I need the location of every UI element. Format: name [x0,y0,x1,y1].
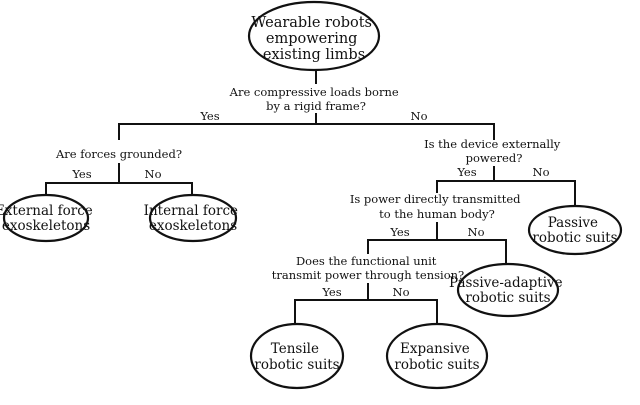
label-rigid-frame-yes: Yes [199,109,219,123]
leaf-tensile-line-2: robotic suits [254,357,339,373]
passive-oval [527,204,623,256]
label-powered-no: No [533,165,550,179]
question-externally-powered: Is the device externally powered? [424,137,564,165]
leaf-passive-adaptive-line-1: Passive-adaptive [449,275,563,291]
label-transmitted-yes: Yes [389,225,409,239]
leaf-tensile-line-1: Tensile [271,341,319,357]
leaf-expansive-robotic-suits: Expansive robotic suits [394,341,479,373]
leaf-internal-force-line-1: Internal force [144,203,238,219]
root-line-3: existing limbs [263,47,365,63]
question-externally-powered-line-1: Is the device externally [424,137,561,151]
question-tension: Does the functional unit transmit power … [272,254,464,282]
tensile-oval [249,322,345,390]
leaf-external-force-line-2: exoskeletons [2,218,90,234]
label-powered-yes: Yes [456,165,476,179]
label-tension-yes: Yes [321,285,341,299]
question-rigid-frame-line-2: by a rigid frame? [266,99,366,113]
leaf-internal-force-line-2: exoskeletons [149,218,237,234]
question-power-transmitted: Is power directly transmitted to the hum… [350,192,524,221]
question-rigid-frame: Are compressive loads borne by a rigid f… [229,85,403,113]
question-power-transmitted-line-1: Is power directly transmitted [350,192,521,206]
expansive-oval [385,322,489,390]
label-tension-no: No [393,285,410,299]
leaf-passive-robotic-suits: Passive robotic suits [532,215,617,246]
leaf-expansive-line-1: Expansive [400,341,470,357]
leaf-passive-line-1: Passive [548,215,598,231]
root-line-2: empowering [266,31,358,47]
connector-lines [45,70,576,324]
leaf-external-force-exoskeletons: External force exoskeletons [0,203,97,234]
question-tension-line-1: Does the functional unit [296,254,437,268]
label-transmitted-no: No [468,225,485,239]
root-line-1: Wearable robots [251,15,372,31]
passive-adaptive-oval [456,262,560,318]
leaf-passive-line-2: robotic suits [532,230,617,246]
question-grounded: Are forces grounded? [55,147,182,161]
leaf-expansive-line-2: robotic suits [394,357,479,373]
internal-force-oval [148,193,238,243]
label-grounded-no: No [145,167,162,181]
question-grounded-line-1: Are forces grounded? [55,147,182,161]
leaf-passive-adaptive-robotic-suits: Passive-adaptive robotic suits [449,275,567,306]
leaf-internal-force-exoskeletons: Internal force exoskeletons [144,203,243,234]
root-oval [247,0,381,72]
leaf-external-force-line-1: External force [0,203,93,219]
leaf-tensile-robotic-suits: Tensile robotic suits [254,341,339,373]
question-externally-powered-line-2: powered? [466,151,523,165]
question-tension-line-2: transmit power through tension? [272,268,464,282]
label-grounded-yes: Yes [71,167,91,181]
external-force-oval [2,193,90,243]
question-power-transmitted-line-2: to the human body? [379,207,495,221]
label-rigid-frame-no: No [411,109,428,123]
leaf-passive-adaptive-line-2: robotic suits [465,290,550,306]
question-rigid-frame-line-1: Are compressive loads borne [229,85,399,99]
root-node: Wearable robots empowering existing limb… [251,15,376,63]
node-ovals [2,0,623,390]
